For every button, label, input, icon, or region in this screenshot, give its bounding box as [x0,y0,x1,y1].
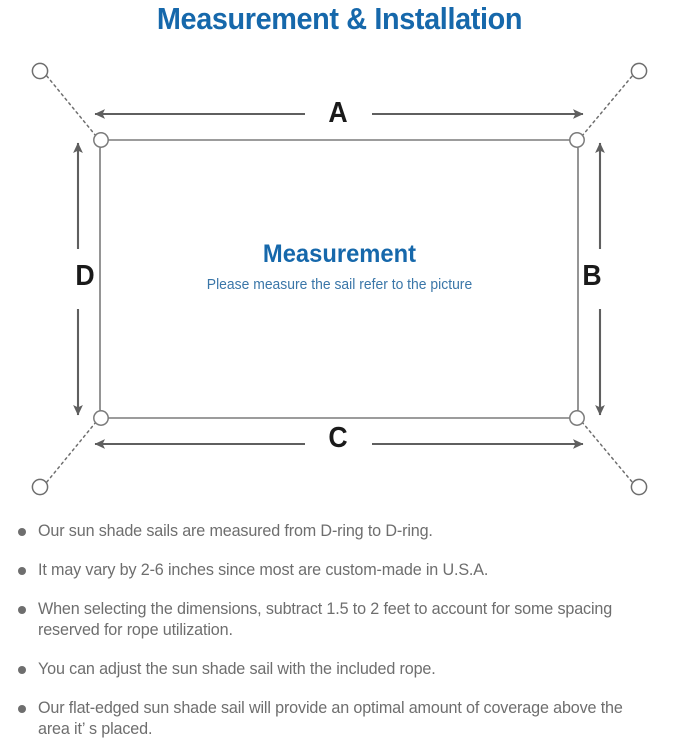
note-text: Our flat-edged sun shade sail will provi… [38,699,623,738]
anchor-ring-bottom-left [31,478,49,496]
dimension-label-b: B [582,260,602,292]
bullet-icon [18,567,26,575]
rope-top-right [581,74,634,137]
anchor-ring-bottom-right [630,478,648,496]
d-ring-bottom-left [93,410,109,426]
rope-bottom-left [45,421,97,484]
note-text: Our sun shade sails are measured from D-… [38,522,433,540]
list-item: Our sun shade sails are measured from D-… [8,521,665,542]
dimension-label-c: C [328,422,348,454]
dimension-label-a: A [328,97,348,129]
list-item: Our flat-edged sun shade sail will provi… [8,698,665,740]
list-item: You can adjust the sun shade sail with t… [8,659,665,680]
note-text: When selecting the dimensions, subtract … [38,600,613,639]
anchor-ring-top-right [630,62,648,80]
bullet-icon [18,528,26,536]
bullet-icon [18,705,26,713]
measurement-diagram: A B C D Measurement Please measure the s… [0,44,679,514]
rope-bottom-right [581,421,634,484]
note-text: You can adjust the sun shade sail with t… [38,660,436,678]
dimension-label-d: D [75,260,95,292]
d-ring-top-right [569,132,585,148]
diagram-svg [31,62,648,496]
list-item: When selecting the dimensions, subtract … [8,599,665,641]
rope-top-left [45,74,97,137]
notes-list: Our sun shade sails are measured from D-… [0,521,679,740]
diagram-center-title: Measurement [262,240,417,268]
list-item: It may vary by 2-6 inches since most are… [8,560,665,581]
note-text: It may vary by 2-6 inches since most are… [38,561,489,579]
sail-rectangle [99,139,579,419]
bullet-icon [18,606,26,614]
diagram-center-subtitle: Please measure the sail refer to the pic… [206,277,473,293]
bullet-icon [18,666,26,674]
d-ring-top-left [93,132,109,148]
d-ring-bottom-right [569,410,585,426]
page-title: Measurement & Installation [156,1,523,36]
anchor-ring-top-left [31,62,49,80]
